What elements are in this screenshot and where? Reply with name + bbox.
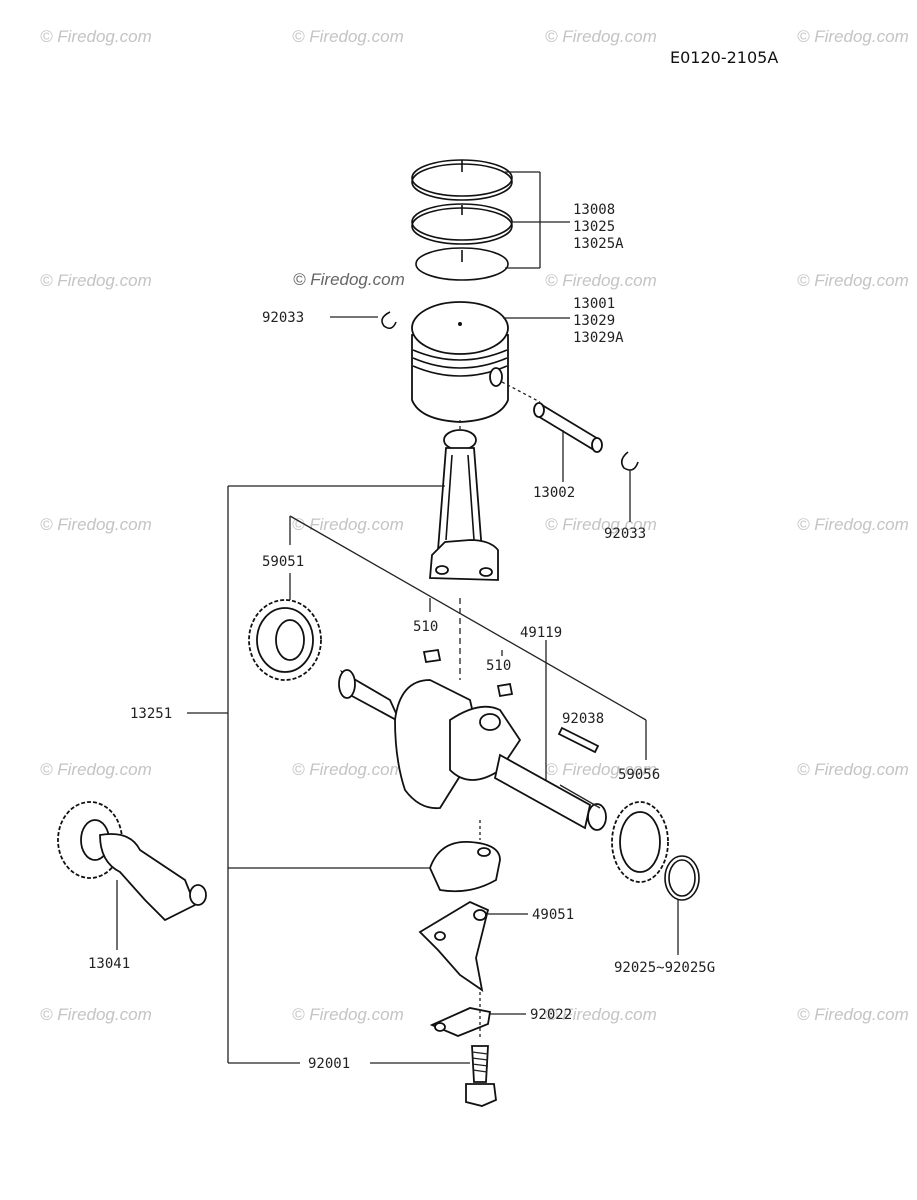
- label-510-b: 510: [486, 658, 511, 674]
- watermark: © Firedog.com: [40, 27, 152, 46]
- camshaft-drawing: [57, 801, 207, 950]
- watermark-layer: © Firedog.com © Firedog.com © Firedog.co…: [40, 27, 909, 1024]
- label-92022: 92022: [530, 1007, 572, 1023]
- watermark: © Firedog.com: [292, 1005, 404, 1024]
- label-13002: 13002: [533, 485, 575, 501]
- watermark: © Firedog.com: [797, 515, 909, 534]
- watermark: © Firedog.com: [40, 515, 152, 534]
- circlip-right-drawing: [620, 451, 639, 522]
- rings-leader: [505, 171, 570, 269]
- watermark: © Firedog.com: [293, 270, 405, 289]
- watermark: © Firedog.com: [40, 760, 152, 779]
- watermark: © Firedog.com: [545, 27, 657, 46]
- label-59056: 59056: [618, 767, 660, 783]
- watermark: © Firedog.com: [797, 760, 909, 779]
- diagram-code: E0120-2105A: [670, 48, 778, 67]
- piston-drawing: [411, 301, 509, 423]
- watermark: © Firedog.com: [797, 271, 909, 290]
- crankshaft-drawing: [338, 669, 607, 831]
- label-49119: 49119: [520, 625, 562, 641]
- watermark: © Firedog.com: [545, 515, 657, 534]
- label-92033-left: 92033: [262, 310, 304, 326]
- label-13025: 13025: [573, 219, 615, 235]
- watermark: © Firedog.com: [292, 515, 404, 534]
- bolt-drawing: [370, 992, 497, 1107]
- piston-rings-drawing: [411, 159, 513, 281]
- crankshaft-bracket: [289, 515, 647, 790]
- watermark: © Firedog.com: [292, 760, 404, 779]
- pin-92038-drawing: [557, 726, 600, 754]
- watermark: © Firedog.com: [545, 271, 657, 290]
- watermark: © Firedog.com: [40, 1005, 152, 1024]
- label-92025-92025G: 92025~92025G: [614, 960, 715, 976]
- label-92001: 92001: [308, 1056, 350, 1072]
- label-510-a: 510: [413, 619, 438, 635]
- label-92033-right: 92033: [604, 526, 646, 542]
- key-510-drawing: [422, 648, 514, 698]
- label-13025A: 13025A: [573, 236, 624, 252]
- gear-59056-drawing: [611, 801, 669, 883]
- piston-pin-drawing: [501, 381, 603, 482]
- watermark: © Firedog.com: [545, 1005, 657, 1024]
- gear-59051-drawing: [248, 599, 322, 681]
- lock-plate-drawing: [429, 1007, 526, 1037]
- oil-dipper-drawing: [418, 900, 528, 992]
- con-rod-bracket: [187, 485, 445, 1064]
- connecting-rod-drawing: [429, 420, 499, 581]
- label-13001: 13001: [573, 296, 615, 312]
- label-13029: 13029: [573, 313, 615, 329]
- circlip-left-drawing: [330, 311, 397, 330]
- washer-drawing: [664, 855, 700, 955]
- watermark: © Firedog.com: [292, 27, 404, 46]
- label-13041: 13041: [88, 956, 130, 972]
- label-59051: 59051: [262, 554, 304, 570]
- watermark: © Firedog.com: [545, 760, 657, 779]
- label-49051: 49051: [532, 907, 574, 923]
- watermark: © Firedog.com: [797, 27, 909, 46]
- watermark: © Firedog.com: [797, 1005, 909, 1024]
- label-92038: 92038: [562, 711, 604, 727]
- watermark: © Firedog.com: [40, 271, 152, 290]
- label-13251: 13251: [130, 706, 172, 722]
- label-13029A: 13029A: [573, 330, 624, 346]
- label-13008: 13008: [573, 202, 615, 218]
- rod-cap-drawing: [429, 820, 501, 893]
